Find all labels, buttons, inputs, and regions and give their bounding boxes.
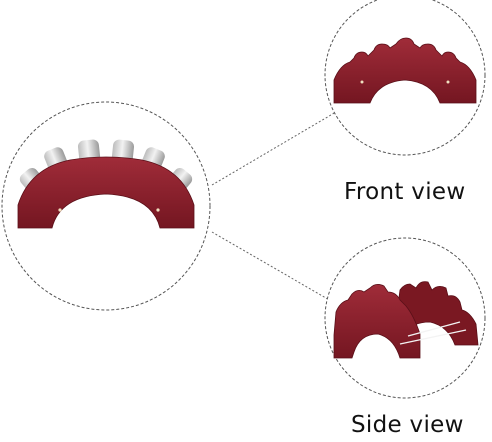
screw-dot [58, 208, 62, 212]
side-view-caption: Side view [351, 412, 464, 438]
side-view-rod [399, 329, 467, 345]
side-view-rod [407, 321, 461, 337]
connector-line-side [211, 231, 339, 306]
main-view [1, 101, 211, 311]
screw-dot [156, 208, 160, 212]
front-view-rack [333, 37, 477, 104]
screw-dot [360, 80, 364, 84]
connector-line-front [211, 111, 337, 186]
side-view-rack-back [397, 281, 479, 346]
screw-dot [446, 80, 450, 84]
wine-rack-arch [17, 156, 195, 229]
side-view [324, 237, 486, 399]
front-view [324, 0, 486, 156]
front-view-caption: Front view [344, 179, 466, 205]
side-view-rack-front [333, 284, 421, 359]
